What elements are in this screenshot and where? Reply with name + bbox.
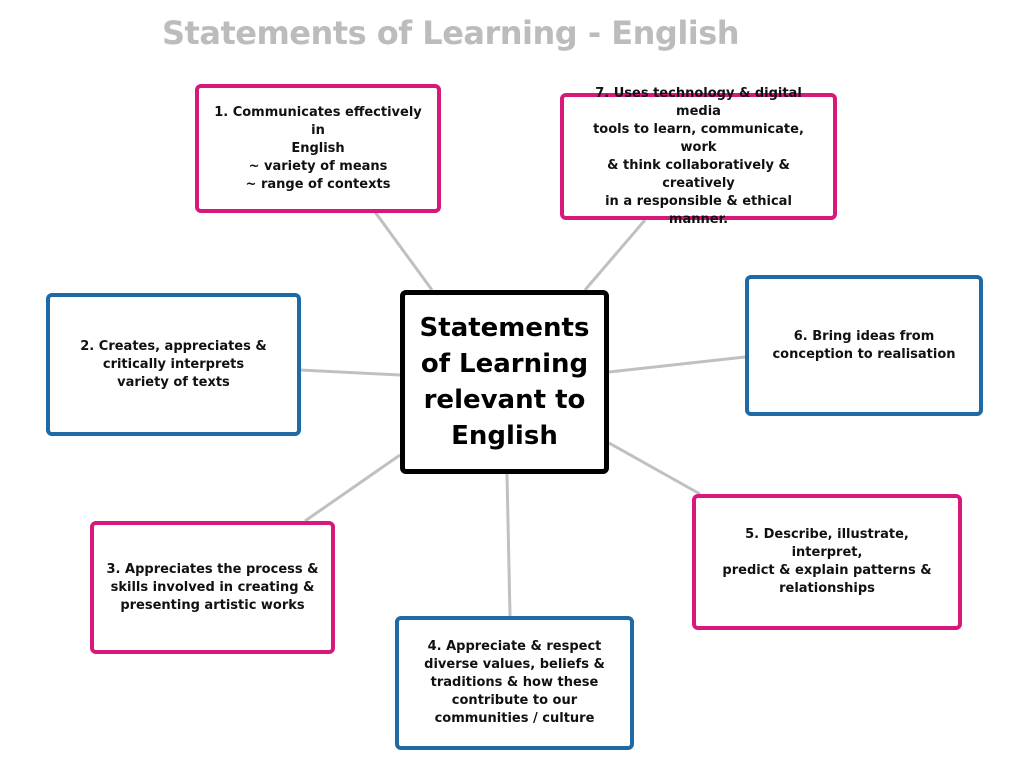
node-7-label: 7. Uses technology & digital media tools…: [593, 85, 804, 227]
connector-5: [608, 441, 701, 496]
page-title: Statements of Learning - English: [162, 14, 740, 52]
connector-7: [583, 219, 647, 291]
node-5: 5. Describe, illustrate, interpret, pred…: [692, 494, 962, 630]
central-node: Statements of Learning relevant to Engli…: [400, 290, 609, 474]
node-6: 6. Bring ideas from conception to realis…: [745, 275, 983, 416]
node-2: 2. Creates, appreciates & critically int…: [46, 293, 301, 436]
node-1-label: 1. Communicates effectively in English ~…: [214, 104, 422, 192]
connector-1: [373, 211, 434, 291]
node-6-label: 6. Bring ideas from conception to realis…: [772, 328, 956, 362]
node-3: 3. Appreciates the process & skills invo…: [90, 521, 335, 654]
connector-6: [608, 355, 746, 374]
node-5-label: 5. Describe, illustrate, interpret, pred…: [722, 527, 932, 596]
node-4: 4. Appreciate & respect diverse values, …: [395, 616, 634, 750]
connector-3: [304, 453, 401, 523]
node-1: 1. Communicates effectively in English ~…: [195, 84, 441, 213]
node-2-label: 2. Creates, appreciates & critically int…: [80, 338, 267, 390]
central-node-label: Statements of Learning relevant to Engli…: [419, 313, 590, 451]
connector-2: [299, 368, 401, 377]
node-3-label: 3. Appreciates the process & skills invo…: [106, 561, 319, 613]
node-7: 7. Uses technology & digital media tools…: [560, 86, 837, 227]
connector-4: [505, 473, 512, 617]
node-4-label: 4. Appreciate & respect diverse values, …: [424, 639, 605, 726]
